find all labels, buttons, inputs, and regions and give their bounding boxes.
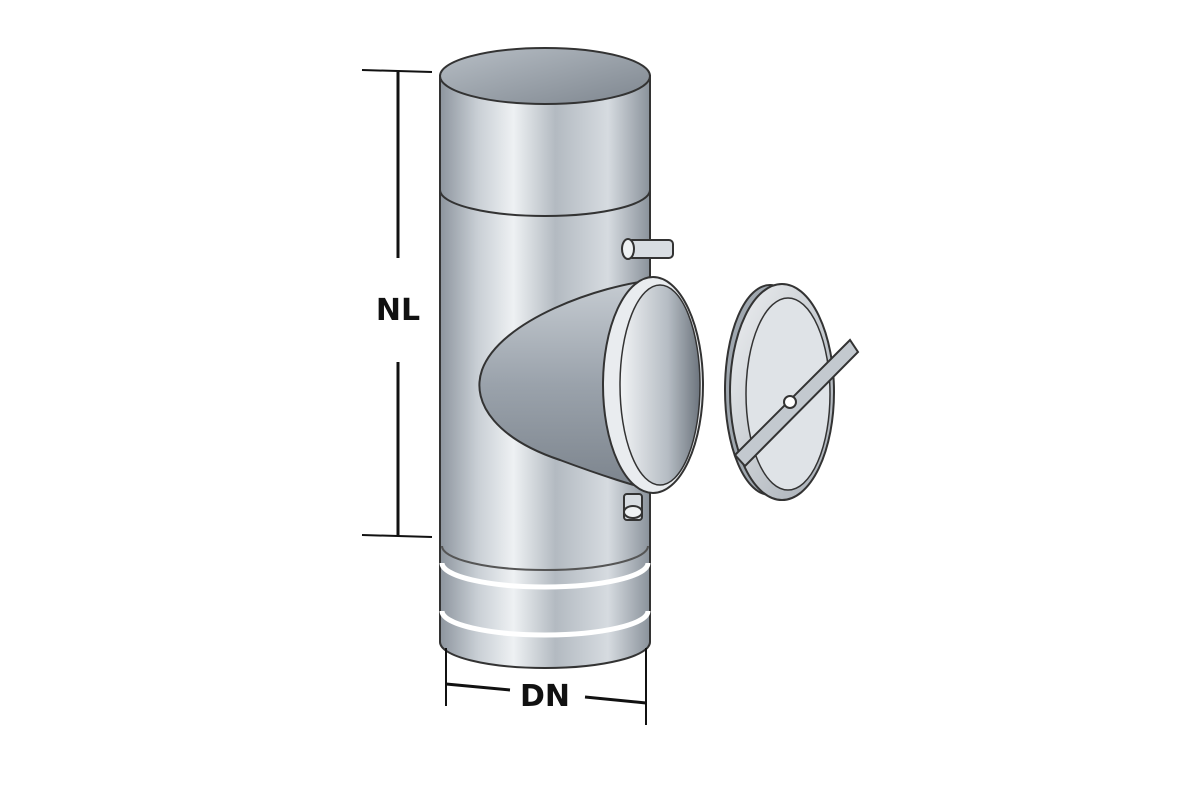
band-groove (439, 562, 651, 590)
band-groove (439, 610, 651, 638)
pipe-top-opening (439, 47, 651, 105)
cleaning-cover (724, 283, 860, 501)
clamp-screw-top (621, 238, 674, 260)
nl-dimension: NL (361, 69, 433, 538)
band-line (441, 545, 649, 571)
cover-bolt (783, 395, 797, 409)
dn-dimension: DN (445, 648, 647, 725)
clamp-screw-bottom (623, 493, 643, 521)
dn-label: DN (520, 679, 570, 714)
outlet-inner (619, 284, 701, 486)
branch-outlet (478, 238, 704, 521)
nl-label: NL (376, 293, 420, 328)
top-collar-seam (439, 189, 651, 217)
